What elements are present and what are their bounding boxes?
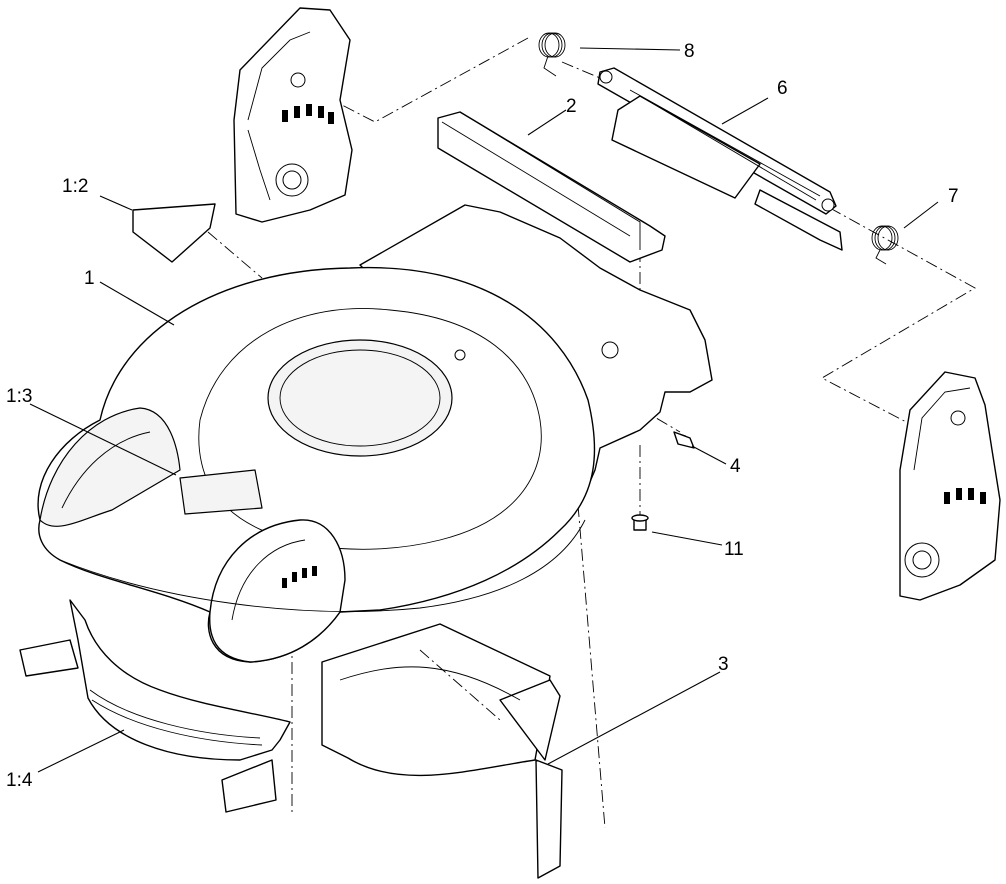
bolt-part-11 — [631, 514, 649, 531]
decal-1-2 — [132, 203, 216, 263]
callout-11: 11 — [724, 539, 744, 560]
callout-1-3: 1:3 — [6, 386, 32, 407]
bumper-part-1-4 — [19, 599, 291, 813]
callout-8: 8 — [684, 41, 695, 62]
bolt-part-4 — [673, 431, 695, 449]
spring-part-8 — [538, 32, 566, 77]
callout-1: 1 — [84, 268, 95, 289]
mower-deck-part-1 — [37, 204, 713, 663]
left-height-adjust-bracket — [233, 7, 353, 223]
discharge-chute-part-3 — [321, 623, 563, 879]
callout-4: 4 — [730, 456, 741, 477]
callout-3: 3 — [718, 654, 729, 675]
callout-2: 2 — [566, 96, 577, 117]
right-height-adjust-bracket — [899, 371, 1001, 601]
callout-6: 6 — [777, 78, 788, 99]
rear-axle-part-6 — [597, 67, 843, 251]
leader-lines — [29, 47, 939, 773]
callout-labels: 8 2 6 7 1:2 1 1:3 4 11 3 1:4 — [6, 41, 959, 791]
baffle-part-2 — [437, 111, 666, 263]
spring-part-7 — [871, 225, 899, 265]
callout-1-4: 1:4 — [6, 770, 33, 791]
callout-1-2: 1:2 — [62, 176, 88, 197]
callout-7: 7 — [948, 186, 959, 207]
